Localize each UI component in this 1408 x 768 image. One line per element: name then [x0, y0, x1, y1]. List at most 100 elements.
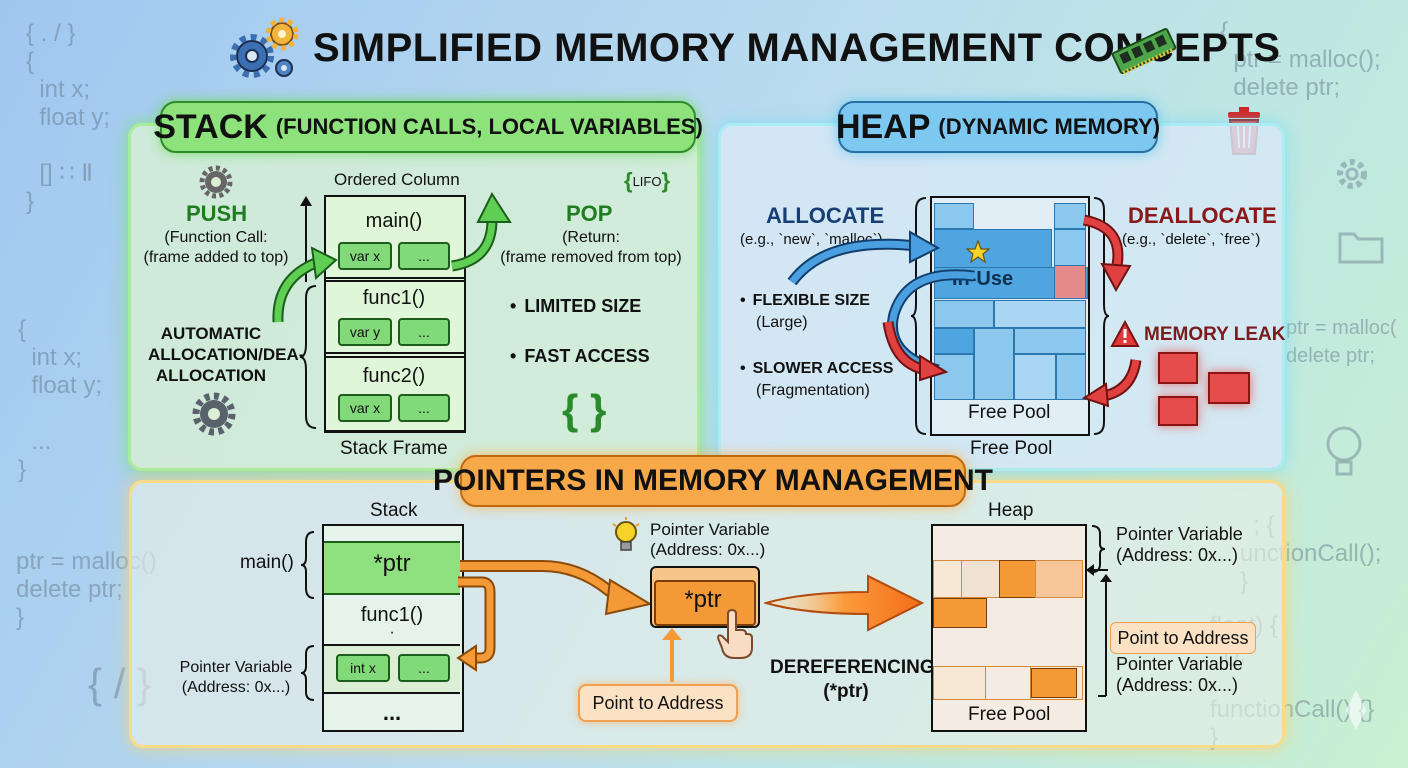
frame-func2-var: var x: [338, 394, 392, 422]
stack-bullet-limited-size: •LIMITED SIZE: [510, 296, 642, 316]
pointers-title-pill: POINTERS IN MEMORY MANAGEMENT: [433, 455, 993, 507]
gear-icon: [199, 165, 233, 199]
ptr-cell-label: *ptr: [373, 550, 411, 577]
ram-chip-icon: [1111, 28, 1177, 75]
heap-brace-left: [910, 197, 927, 435]
heap-point-to-address-text: Point to Address: [1117, 627, 1249, 648]
stack-ellipsis: ...: [382, 700, 402, 725]
heap-free-pool-inner: Free Pool: [968, 402, 1051, 423]
pointers-title: POINTERS IN MEMORY MANAGEMENT: [432, 464, 994, 497]
pop-title: POP: [566, 201, 613, 226]
heap-free-pool-outer: Free Pool: [970, 438, 1053, 459]
frame-func1-var: var y: [338, 318, 392, 346]
heap-title: HEAP: [835, 107, 931, 146]
deallocate-arrow-lower: [882, 321, 949, 382]
background-code-top-right: { ptr = malloc(); delete ptr;: [1220, 18, 1381, 101]
faint-folder-icon: [1338, 232, 1384, 264]
pointer-variable-center: Pointer Variable (Address: 0x...): [650, 520, 770, 559]
background-code-mid-right: ptr = malloc( delete ptr;: [1286, 317, 1397, 367]
leaked-block: [1158, 352, 1198, 384]
frame-main-var: var x: [338, 242, 392, 270]
stack-bullet-1-text: LIMITED SIZE: [524, 296, 642, 316]
heap-tile: [934, 203, 974, 229]
heap-bullet-flexible-size: •FLEXIBLE SIZE: [740, 292, 870, 309]
deallocate-description: (e.g., `delete`, `free`): [1122, 231, 1261, 248]
int-x-brace: [300, 645, 315, 701]
frame-func1-name: func1(): [362, 287, 426, 309]
leaked-block: [1158, 396, 1198, 426]
frame-main-name: main(): [365, 210, 423, 232]
automatic-allocation-text: AUTOMATIC ALLOCATION/DEA- ALLOCATION: [148, 324, 305, 385]
heap-cell-used: [1031, 668, 1077, 698]
gear-icon-large: [192, 392, 236, 436]
heap-bullet-1-main: FLEXIBLE SIZE: [752, 292, 870, 309]
allocate-arrow: [787, 230, 941, 286]
int-x-more-chip: ...: [398, 654, 450, 682]
heap-tile: [1014, 354, 1056, 400]
pointers-main-label: main(): [240, 552, 294, 573]
heap-pointer-arrow-top: [1086, 564, 1108, 576]
stack-bullet-2-text: FAST ACCESS: [524, 346, 650, 366]
pointer-heap-block: [931, 524, 1087, 732]
heap-tile: [1014, 328, 1086, 354]
point-to-address-arrow: [662, 628, 682, 682]
background-code-top-left: { . / } { int x; float y; [] ∷ Ⅱ }: [26, 20, 111, 215]
warning-icon: [1110, 320, 1140, 347]
ordered-column-label: Ordered Column: [334, 170, 460, 189]
memory-leak-label: MEMORY LEAK: [1144, 324, 1286, 345]
push-title: PUSH: [186, 201, 248, 226]
func1-cell-label: func1(): [360, 604, 424, 626]
ptr-cell: [324, 541, 460, 595]
heap-tile: [934, 300, 994, 328]
heap-pointer-variable-bottom: Pointer Variable (Address: 0x...): [1116, 654, 1243, 695]
heap-bullet-slower-access: •SLOWER ACCESS: [740, 360, 894, 377]
heap-bullet-2-main: SLOWER ACCESS: [752, 360, 894, 377]
stack-frame-label: Stack Frame: [340, 438, 448, 459]
heap-cell: [985, 666, 1031, 700]
heap-tile: [934, 354, 974, 400]
frame-func2-name: func2(): [362, 365, 426, 387]
lifo-badge: { LIFO }: [624, 168, 671, 193]
heap-subtitle: (DYNAMIC MEMORY): [938, 114, 1161, 139]
gears-icon: [230, 17, 299, 78]
pop-arrow: [450, 191, 512, 272]
lifo-label: LIFO: [632, 173, 662, 189]
frame-func1-more: ...: [398, 318, 450, 346]
point-to-address-text: Point to Address: [592, 692, 724, 713]
stack-bullet-fast-access: •FAST ACCESS: [510, 346, 650, 366]
pointers-heap-free-pool: Free Pool: [968, 704, 1051, 725]
heap-tile: [934, 229, 1052, 269]
pop-description: (Return: (frame removed from top): [500, 229, 682, 266]
deallocate-arrow: [1082, 214, 1132, 293]
stack-title-pill: STACK (FUNCTION CALLS, LOCAL VARIABLES): [153, 101, 703, 153]
heap-bullet-1-sub: (Large): [756, 314, 808, 331]
leak-arrow: [1082, 359, 1142, 408]
heap-pointer-arrow-bottom: [1098, 574, 1112, 697]
heap-pointer-variable-top: Pointer Variable (Address: 0x...): [1116, 524, 1243, 565]
heap-cell-used: [933, 598, 987, 628]
heap-tile: [994, 300, 1086, 328]
heap-tile: [974, 328, 1014, 400]
faint-lightbulb-icon: [1326, 426, 1362, 476]
background-code-mid-left: { int x; float y; ... }: [18, 316, 103, 483]
faint-gear-icon: [1337, 159, 1367, 189]
main-brace: [300, 531, 315, 599]
stack-braces-icon: { }: [562, 386, 607, 433]
dereferencing-arrow: [764, 574, 925, 632]
frame-main-more: ...: [398, 242, 450, 270]
deallocate-title: DEALLOCATE: [1128, 203, 1277, 228]
heap-tile: [934, 328, 974, 354]
frame-func2-more: ...: [398, 394, 450, 422]
pointer-box: [654, 580, 756, 626]
int-x-chip: int x: [336, 654, 390, 682]
heap-cell: [1035, 560, 1083, 598]
dereferencing-label: DEREFERENCING (*ptr): [770, 657, 935, 702]
lightbulb-icon: [612, 517, 640, 551]
heap-title-pill: HEAP (DYNAMIC MEMORY): [835, 101, 1161, 153]
allocate-title: ALLOCATE: [766, 203, 885, 228]
faint-diamond-icon: [1346, 690, 1366, 730]
func1-cell-dot: ·: [389, 624, 395, 641]
push-arrow: [272, 246, 338, 323]
ptr-to-box-arrow: [460, 560, 653, 616]
leaked-block: [1208, 372, 1250, 404]
